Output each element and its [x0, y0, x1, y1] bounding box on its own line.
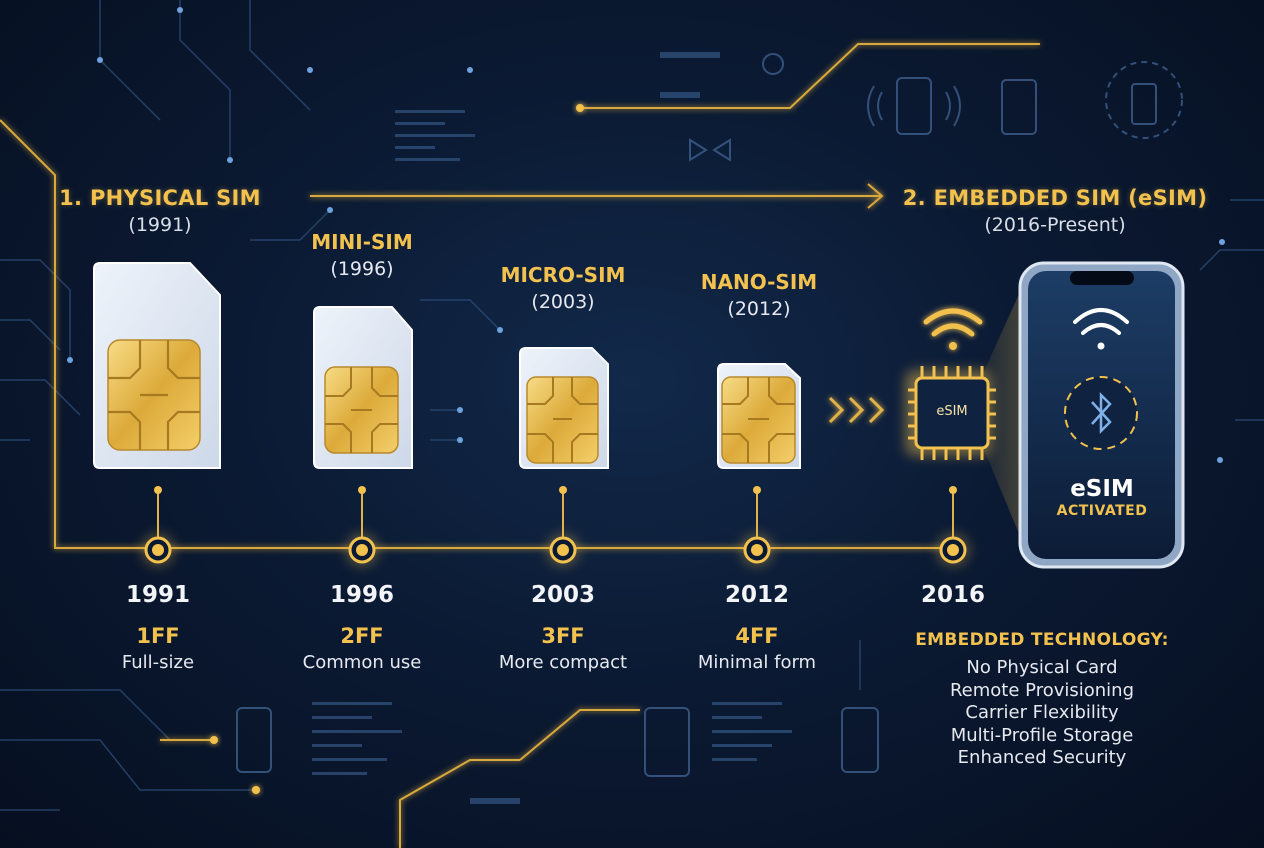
embedded-sim-years: (2016-Present) [984, 214, 1126, 236]
timeline-year-2012: 2012 [724, 582, 789, 608]
form-factor-2ff-desc: Common use [302, 652, 422, 673]
mini-sim-title: MINI-SIM [311, 230, 413, 254]
sim-card-3ff [519, 347, 609, 469]
phone-activated-label: ACTIVATED [1056, 503, 1148, 519]
stem-dots [154, 486, 957, 494]
sim-card-1ff [93, 262, 221, 469]
physical-sim-heading: 1. PHYSICAL SIM [59, 186, 261, 210]
timeline-node-2016 [937, 534, 969, 566]
timeline-nodes [142, 534, 969, 566]
form-factor-4ff-desc: Minimal form [697, 652, 817, 673]
micro-sim-year: (2003) [531, 291, 595, 313]
form-factor-1ff: 1FF [136, 624, 180, 648]
physical-sim-years: (1991) [128, 214, 192, 236]
sim-card-2ff [313, 306, 413, 469]
form-factor-1ff-desc: Full-size [121, 652, 195, 673]
esim-chip-label: eSIM [936, 404, 968, 419]
timeline-year-1996: 1996 [329, 582, 394, 608]
micro-sim-title: MICRO-SIM [500, 263, 626, 287]
background-code-lines [312, 52, 792, 804]
gold-header-traces [0, 43, 1040, 848]
nano-sim-year: (2012) [727, 298, 791, 320]
signal-beam [980, 270, 1030, 560]
wifi-icon [923, 308, 983, 350]
feature-item: No Physical Card [966, 657, 1118, 678]
trace-node [252, 786, 260, 794]
timeline-node-1991 [142, 534, 174, 566]
timeline-node-2012 [741, 534, 773, 566]
form-factor-2ff: 2FF [340, 624, 384, 648]
nano-sim-title: NANO-SIM [700, 270, 818, 294]
timeline-year-2003: 2003 [530, 582, 595, 608]
timeline-year-1991: 1991 [125, 582, 190, 608]
timeline-year-2016: 2016 [920, 582, 985, 608]
background-device-icons [236, 53, 1183, 777]
form-factor-3ff-desc: More compact [498, 652, 628, 673]
phone-esim-label: eSIM [1070, 476, 1134, 502]
timeline-node-2003 [547, 534, 579, 566]
trace-node [576, 104, 584, 112]
feature-item: Remote Provisioning [949, 680, 1135, 701]
mini-sim-year: (1996) [330, 258, 394, 280]
feature-item: Multi-Profile Storage [950, 725, 1134, 746]
bluetooth-icon [1064, 376, 1138, 450]
form-factor-4ff: 4FF [735, 624, 779, 648]
sim-card-4ff [717, 363, 801, 469]
embedded-sim-heading: 2. EMBEDDED SIM (eSIM) [902, 186, 1208, 210]
circuit-nodes [67, 7, 1225, 463]
form-factor-3ff: 3FF [541, 624, 585, 648]
feature-item: Carrier Flexibility [965, 702, 1119, 723]
trace-node [210, 736, 218, 744]
esim-chip [905, 366, 996, 460]
timeline-node-1996 [346, 534, 378, 566]
phone-wifi-icon [1073, 308, 1129, 350]
chevron-arrows-icon [828, 396, 885, 424]
features-title: EMBEDDED TECHNOLOGY: [915, 630, 1169, 650]
feature-item: Enhanced Security [957, 747, 1127, 768]
